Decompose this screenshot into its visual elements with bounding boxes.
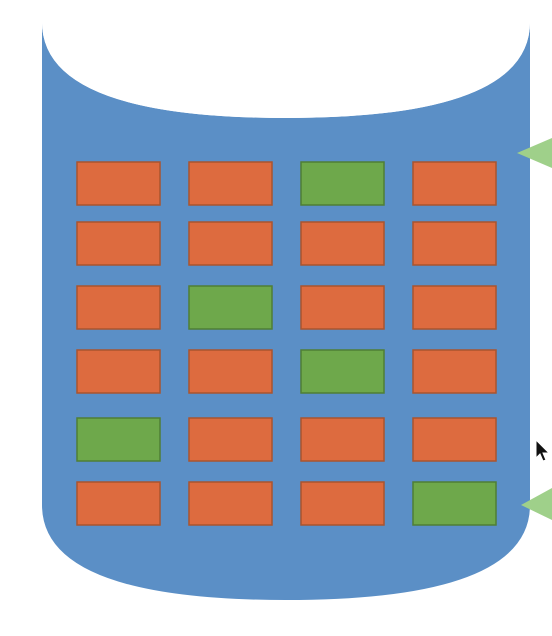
data-block xyxy=(76,349,161,394)
data-block xyxy=(412,417,497,462)
data-block xyxy=(188,161,273,206)
pointer-group xyxy=(517,138,552,520)
mouse-cursor-icon xyxy=(535,438,551,462)
data-block xyxy=(412,221,497,266)
data-block xyxy=(188,481,273,526)
pointer-top-right xyxy=(517,138,552,168)
pointer-bottom-right xyxy=(521,488,552,520)
data-block xyxy=(412,161,497,206)
cursor-arrow-shape xyxy=(535,438,551,462)
data-block-highlighted xyxy=(412,481,497,526)
cylinder-body xyxy=(42,22,530,600)
data-block xyxy=(76,481,161,526)
data-block xyxy=(76,161,161,206)
data-block-highlighted xyxy=(300,161,385,206)
data-block-grid xyxy=(76,161,497,526)
data-block xyxy=(300,417,385,462)
database-cylinder xyxy=(42,0,530,600)
data-block xyxy=(188,349,273,394)
data-block xyxy=(300,221,385,266)
data-block-highlighted xyxy=(300,349,385,394)
data-block xyxy=(76,285,161,330)
data-block xyxy=(76,221,161,266)
data-block-highlighted xyxy=(76,417,161,462)
data-block-highlighted xyxy=(188,285,273,330)
data-block xyxy=(300,285,385,330)
data-block xyxy=(188,221,273,266)
data-block xyxy=(188,417,273,462)
cylinder-top-opening xyxy=(42,0,530,118)
data-block xyxy=(412,349,497,394)
data-block xyxy=(300,481,385,526)
data-block xyxy=(412,285,497,330)
